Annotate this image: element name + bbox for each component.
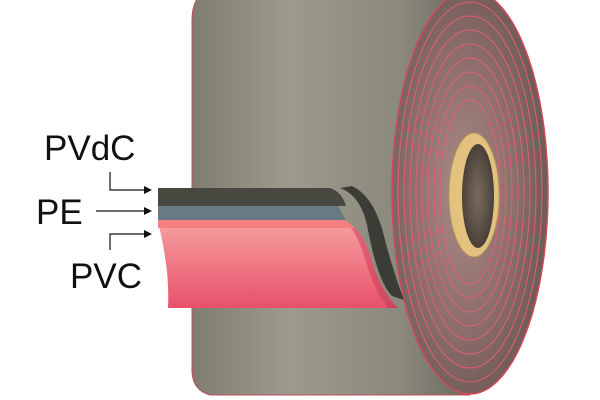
pe-layer: [158, 206, 346, 220]
arrow-pvdc: [109, 172, 152, 194]
roll-end-face: [391, 0, 549, 395]
arrow-pvc: [109, 230, 152, 250]
pvc-layer: [158, 222, 398, 308]
film-curl-back: [340, 186, 404, 300]
arrow-pe: [96, 207, 152, 215]
film-strip: [158, 188, 398, 308]
pvdc-layer: [158, 188, 346, 206]
label-pe: PE: [36, 193, 83, 232]
label-pvc: PVC: [70, 257, 142, 296]
label-pvdc: PVdC: [44, 129, 135, 168]
